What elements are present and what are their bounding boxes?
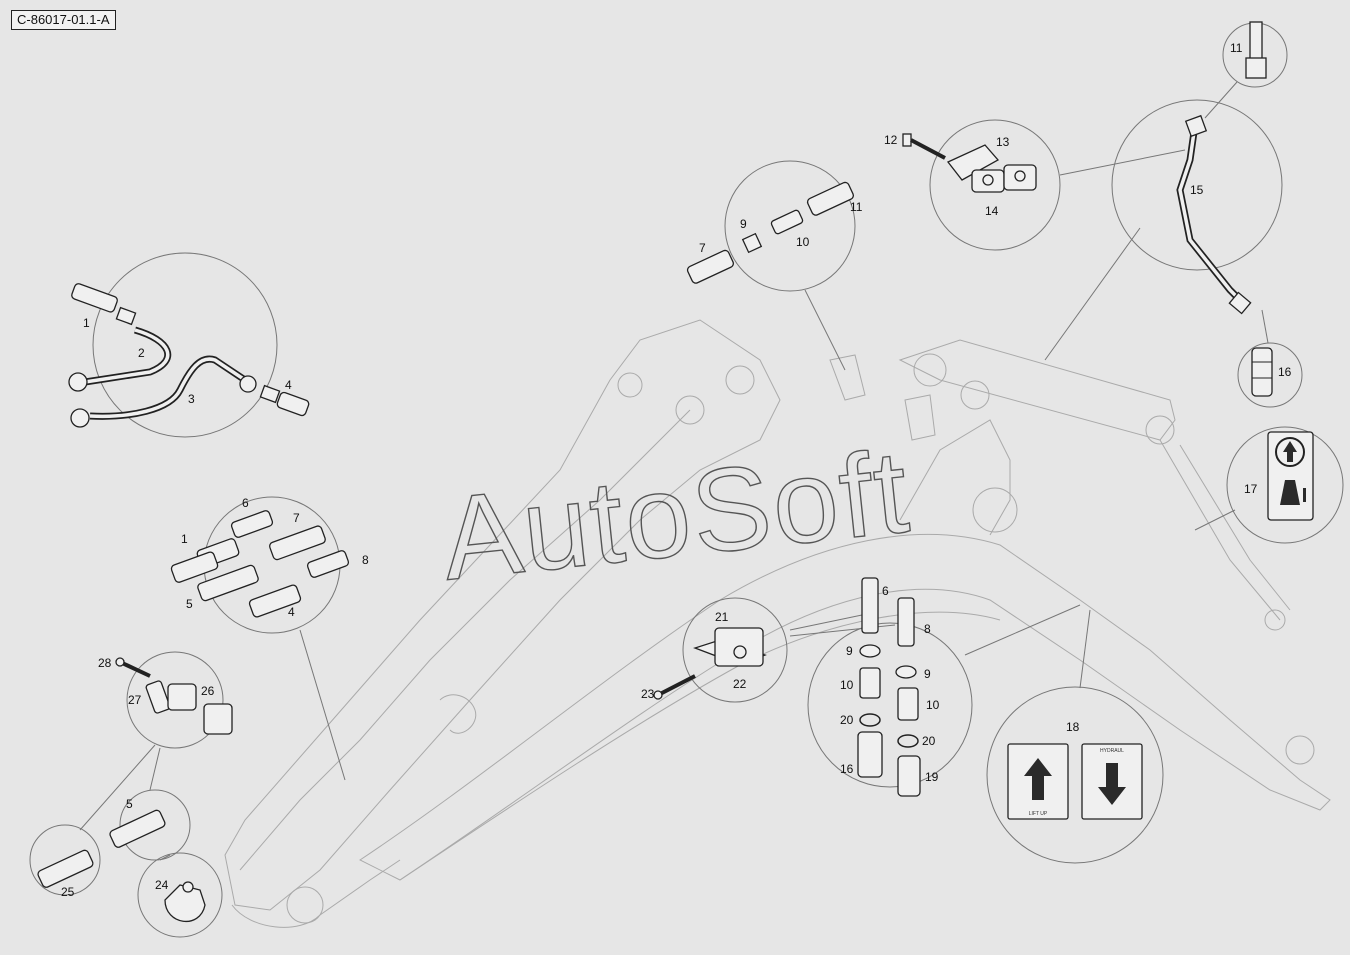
label-7: 7 [699, 241, 706, 255]
label-fit-4: 4 [288, 605, 295, 619]
label-22: 22 [733, 677, 747, 691]
valve-stack [857, 577, 921, 797]
label-v10b: 10 [926, 698, 940, 712]
detail-circle-hose-end-2 [29, 824, 101, 896]
bolt-12 [902, 133, 946, 160]
label-5: 5 [126, 797, 133, 811]
label-v19: 19 [925, 770, 939, 784]
detail-circle-hoses [92, 252, 278, 438]
label-14: 14 [985, 204, 999, 218]
label-23: 23 [641, 687, 655, 701]
label-fit-7: 7 [293, 511, 300, 525]
hose-group [68, 283, 310, 428]
decals-18: HYDRAUL LIFT UP [1007, 743, 1143, 820]
pipe-15 [1176, 114, 1252, 315]
label-hose-4: 4 [285, 378, 292, 392]
label-24: 24 [155, 878, 169, 892]
boom-assembly [224, 319, 1331, 928]
label-16: 16 [1278, 365, 1292, 379]
label-fit-5: 5 [186, 597, 193, 611]
fittings-group [170, 510, 350, 618]
label-fit-8: 8 [362, 553, 369, 567]
label-13: 13 [996, 135, 1010, 149]
label-28: 28 [98, 656, 112, 670]
detail-circle-pclamp [137, 852, 223, 938]
detail-circle-hose-end [119, 789, 191, 861]
detail-circle-pipe [1111, 99, 1283, 271]
clamp-14 [971, 164, 1037, 193]
detail-circle-clamp-small [126, 651, 224, 749]
label-hose-2: 2 [138, 346, 145, 360]
label-hose-3: 3 [188, 392, 195, 406]
label-15: 15 [1190, 183, 1204, 197]
plate-13 [946, 144, 1000, 181]
label-17: 17 [1244, 482, 1258, 496]
label-26: 26 [201, 684, 215, 698]
parts: HYDRAUL LIFT UP [37, 21, 1314, 922]
detail-circle-coupler [1237, 342, 1303, 408]
label-v20a: 20 [840, 713, 854, 727]
label-21: 21 [715, 610, 729, 624]
p-clamp-24 [164, 881, 206, 922]
detail-circle-decals [986, 686, 1164, 864]
hose-ends-small [37, 809, 166, 888]
label-v16: 16 [840, 762, 854, 776]
detail-circle-decal [1226, 426, 1344, 544]
label-11: 11 [850, 200, 863, 214]
watermark-text: AutoSoft [436, 425, 916, 605]
coupler-16 [1251, 347, 1273, 397]
label-18: 18 [1066, 720, 1080, 734]
label-v6: 6 [882, 584, 889, 598]
fitting-11-top [1245, 21, 1267, 79]
label-fit-1: 1 [181, 532, 188, 546]
label-v10a: 10 [840, 678, 854, 692]
label-25: 25 [61, 885, 75, 899]
label-27: 27 [128, 693, 142, 707]
detail-circle-block [682, 597, 788, 703]
decal-17 [1267, 431, 1314, 521]
label-v8: 8 [924, 622, 931, 636]
clamp-small-group [115, 657, 233, 735]
label-10: 10 [796, 235, 810, 249]
leader-lines [79, 81, 1269, 861]
block-group [653, 627, 767, 700]
decal-text-bottom: LIFT UP [1029, 811, 1048, 817]
label-9: 9 [740, 217, 747, 231]
detail-circles [29, 22, 1344, 938]
detail-circle-valves [807, 622, 973, 788]
detail-circle-adapter [724, 160, 856, 292]
label-v9a: 9 [846, 644, 853, 658]
diagram-reference: C-86017-01.1-A [11, 10, 116, 30]
label-fit-6: 6 [242, 496, 249, 510]
label-hose-1: 1 [83, 316, 90, 330]
label-v20b: 20 [922, 734, 936, 748]
label-11-top: 11 [1230, 41, 1243, 55]
part-labels: 11 12 13 14 15 16 17 9 10 11 7 1 2 3 4 6… [61, 41, 1292, 899]
label-12: 12 [884, 133, 898, 147]
decal-text-top: HYDRAUL [1100, 748, 1124, 754]
detail-circle-clamp [929, 119, 1061, 251]
label-v9b: 9 [924, 667, 931, 681]
adapter-group [686, 181, 854, 284]
